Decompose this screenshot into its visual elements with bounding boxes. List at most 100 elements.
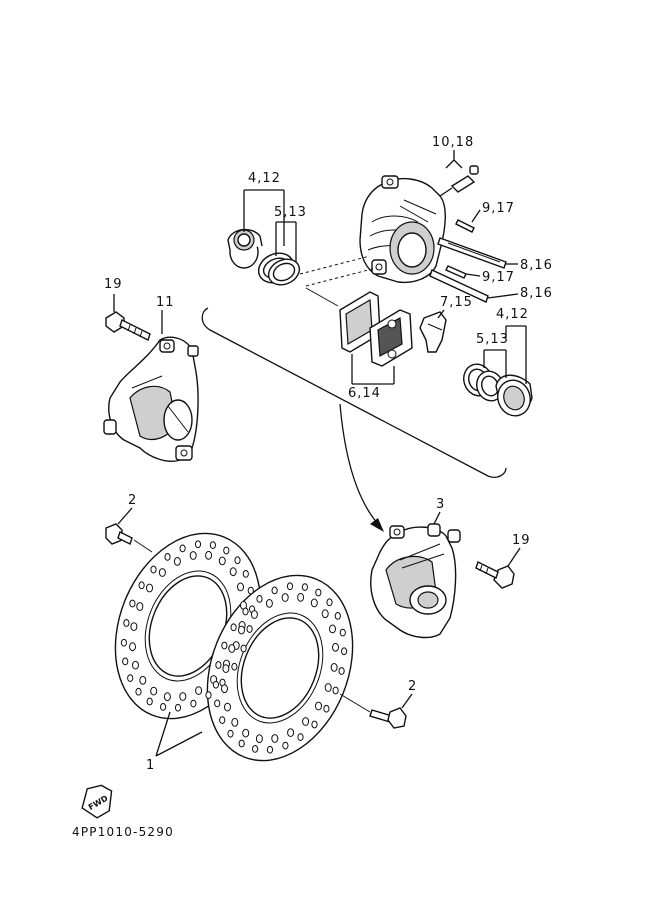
- disc-hole: [256, 595, 263, 603]
- guide-line-2: [305, 267, 377, 287]
- callout-5-13-top: 5,13: [274, 205, 307, 220]
- disc-hole: [265, 599, 273, 608]
- leader-6-14: [351, 354, 395, 385]
- disc-hole: [271, 734, 279, 743]
- assembly-arrow-line: [339, 403, 379, 525]
- disc-hole: [315, 588, 322, 597]
- disc-hole: [297, 733, 304, 741]
- disc-hole: [326, 598, 333, 607]
- disc-hole: [160, 703, 167, 711]
- disc-hole: [127, 674, 134, 682]
- disc-hole: [302, 717, 310, 726]
- leader-9-17-top: [471, 209, 481, 223]
- disc-hole: [266, 745, 274, 754]
- leader-5-13-right: [483, 349, 507, 378]
- pad-spring: [419, 311, 447, 353]
- leader-2-bottom: [401, 693, 413, 709]
- disc-hole: [129, 599, 136, 608]
- disc-hole: [221, 684, 228, 694]
- disc-hole: [230, 623, 237, 632]
- disc-hole: [218, 556, 226, 566]
- callout-2-bottom: 2: [408, 679, 417, 694]
- disc-hole: [189, 551, 197, 560]
- disc-hole: [332, 642, 339, 652]
- pad-pin-upper: [455, 219, 475, 233]
- disc-hole: [238, 739, 245, 748]
- callout-19-right: 19: [512, 533, 531, 548]
- guide-line-1: [299, 255, 371, 275]
- disc-hole: [240, 644, 247, 653]
- brake-pad-rear: [369, 309, 413, 367]
- assembly-arrow-head: [370, 518, 384, 532]
- disc-hole: [195, 686, 203, 695]
- disc-hole: [205, 550, 213, 560]
- disc-hole: [135, 687, 142, 696]
- callout-4-12-top: 4,12: [248, 171, 281, 186]
- disc-hole: [120, 638, 128, 647]
- piston-upper: [227, 229, 263, 269]
- disc-hole: [321, 609, 329, 619]
- leader-4-12-right: [505, 325, 527, 384]
- leader-3: [433, 511, 441, 525]
- disc-hole: [221, 641, 228, 650]
- disc-hole: [287, 728, 295, 737]
- leader-10-18: [445, 150, 463, 169]
- disc-hole: [246, 625, 253, 633]
- exploded-group-bracket: [201, 307, 507, 478]
- disc-hole: [324, 683, 332, 692]
- callout-6-14: 6,14: [348, 386, 381, 401]
- disc-hole: [219, 716, 226, 724]
- leader-8-16-mid: [487, 293, 519, 299]
- disc-hole: [332, 686, 339, 695]
- disc-hole: [222, 664, 230, 673]
- bleed-screw: [439, 165, 479, 197]
- disc-bolt-left: [105, 523, 153, 553]
- disc-hole: [315, 701, 322, 711]
- callout-2-top: 2: [128, 493, 137, 508]
- callout-4-12-right: 4,12: [496, 307, 529, 322]
- disc-hole: [179, 544, 186, 553]
- disc-hole: [238, 625, 245, 635]
- pin-bolt-lower: [429, 269, 489, 303]
- pad-pin-lower: [445, 265, 467, 279]
- disc-hole: [282, 741, 289, 750]
- disc-hole: [286, 582, 294, 591]
- disc-hole: [301, 583, 308, 591]
- disc-hole: [150, 565, 157, 574]
- disc-hole: [146, 697, 153, 706]
- disc-hole: [129, 642, 136, 652]
- disc-hole: [132, 660, 139, 670]
- disc-hole: [250, 610, 258, 619]
- leader-5-13-top: [275, 221, 297, 262]
- brake-disc-holes: [120, 540, 348, 754]
- leader-4-12-top: [243, 189, 285, 246]
- disc-hole: [341, 647, 348, 656]
- disc-hole: [150, 686, 158, 696]
- disc-hole: [122, 657, 129, 666]
- guide-line-3: [305, 287, 339, 307]
- disc-hole: [212, 680, 219, 689]
- disc-hole: [227, 729, 234, 738]
- disc-hole: [179, 692, 187, 701]
- disc-hole: [281, 593, 289, 602]
- disc-hole: [255, 734, 263, 744]
- callout-9-17-mid: 9,17: [482, 270, 515, 285]
- disc-hole: [339, 628, 346, 637]
- leader-2-top: [117, 507, 133, 525]
- leader-9-17-mid: [465, 273, 481, 277]
- disc-hole: [334, 612, 341, 620]
- disc-hole: [164, 553, 171, 561]
- disc-hole: [190, 699, 197, 708]
- disc-hole: [252, 745, 259, 753]
- disc-hole: [130, 622, 138, 631]
- caliper-assembled-right: [370, 523, 461, 639]
- callout-5-13-right: 5,13: [476, 332, 509, 347]
- upper-caliper-body: [359, 175, 446, 284]
- disc-hole: [214, 699, 221, 708]
- disc-hole: [242, 728, 250, 738]
- callout-3: 3: [436, 497, 445, 512]
- disc-hole: [209, 541, 216, 549]
- disc-hole: [136, 602, 144, 611]
- callout-8-16-top: 8,16: [520, 258, 553, 273]
